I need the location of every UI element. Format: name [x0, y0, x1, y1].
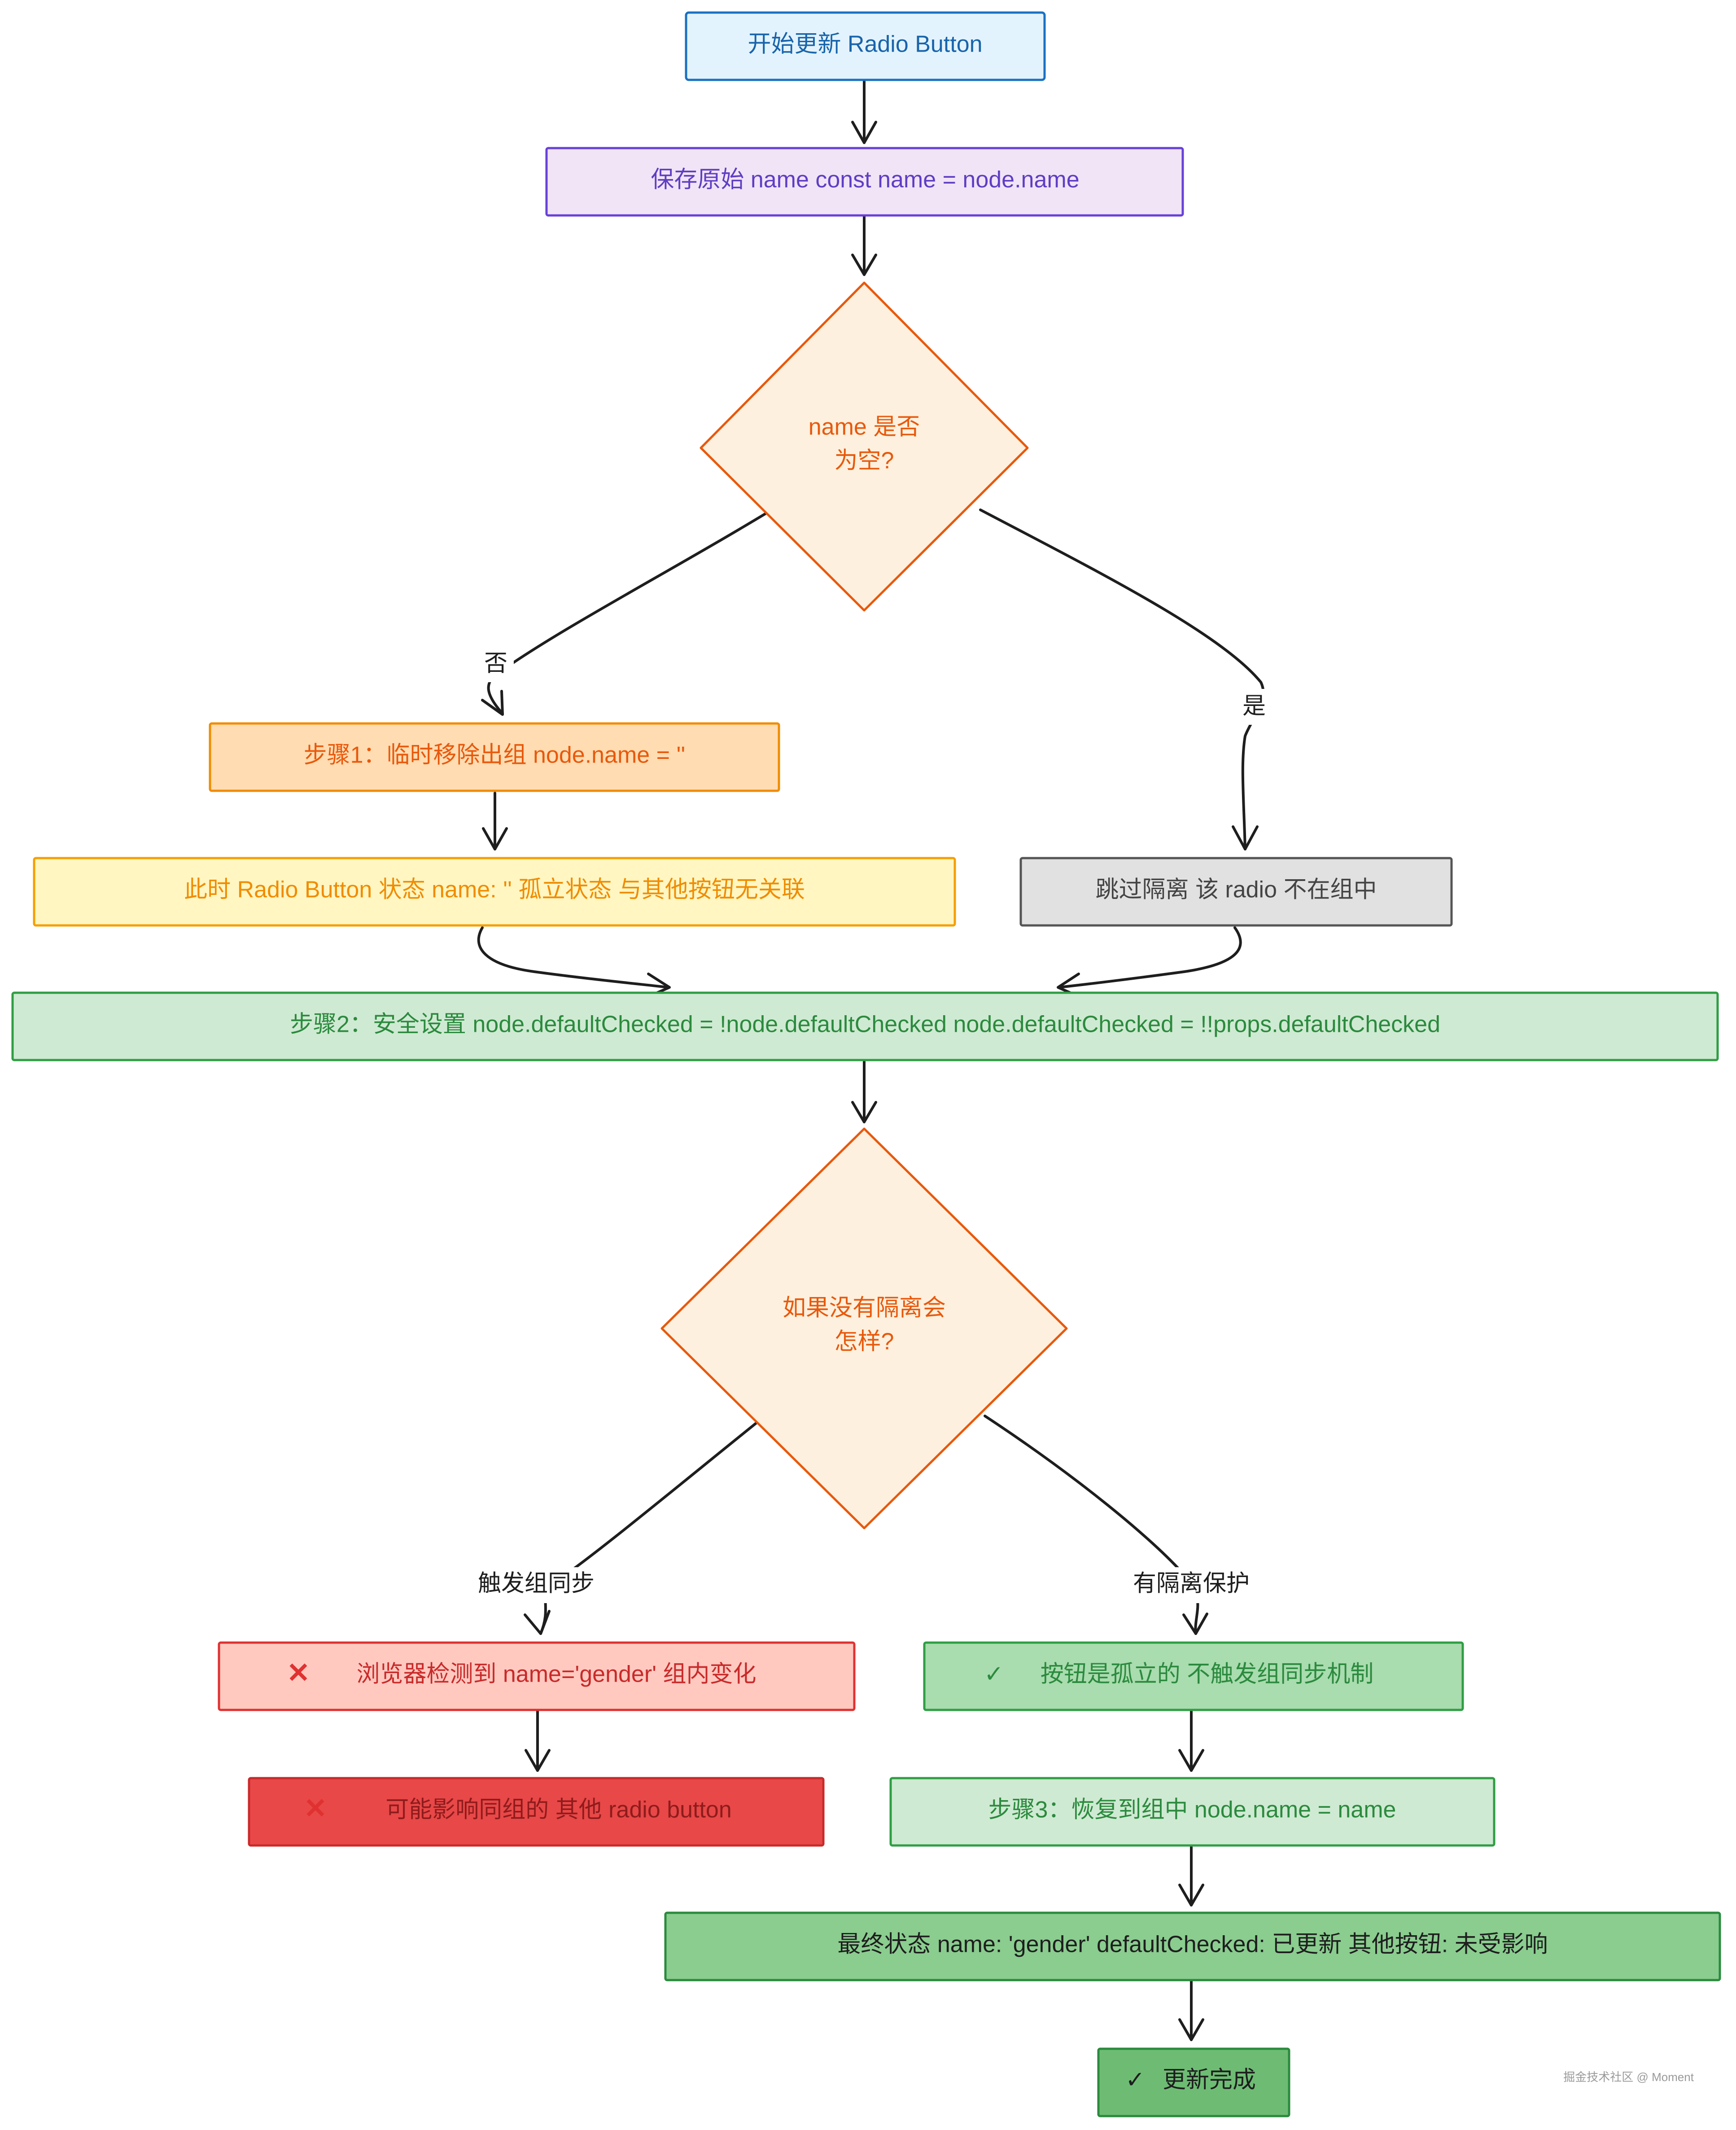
node-affect-others[interactable]: ✕ 可能影响同组的 其他 radio button: [248, 1777, 825, 1847]
node-step3[interactable]: 步骤3：恢复到组中 node.name = name: [889, 1777, 1495, 1847]
arrowhead-start-save: [851, 121, 877, 144]
arrowhead-whatif-isolatedbtn: [1182, 1613, 1208, 1635]
check-mark-icon: ✓: [984, 1661, 1004, 1687]
node-step2-label: 步骤2：安全设置 node.defaultChecked = !node.def…: [290, 1012, 1440, 1038]
arrowhead-check-step1: [481, 690, 504, 716]
edge-check-to-skip: [979, 508, 1265, 850]
node-step1[interactable]: 步骤1：临时移除出组 node.name = '': [209, 722, 780, 792]
x-mark-icon: ✕: [287, 1657, 310, 1688]
arrowhead-browser-affect: [525, 1749, 551, 1772]
node-save-name-label: 保存原始 name const name = node.name: [651, 167, 1079, 193]
node-start-box: [685, 11, 1046, 81]
edge-skip-to-step2: [1058, 926, 1242, 989]
node-step2[interactable]: 步骤2：安全设置 node.defaultChecked = !node.def…: [11, 991, 1719, 1061]
arrowhead-step1-isolated: [482, 827, 508, 850]
arrowhead-isolatedbtn-step3: [1178, 1749, 1204, 1772]
arrowhead-step3-final: [1178, 1884, 1204, 1906]
node-what-if-line2: 怎样?: [835, 1329, 894, 1355]
node-check-empty-line2: 为空?: [835, 448, 894, 474]
node-isolated-state-label: 此时 Radio Button 状态 name: '' 孤立状态 与其他按钮无关…: [184, 877, 805, 903]
node-step1-label: 步骤1：临时移除出组 node.name = '': [304, 742, 686, 768]
node-isolated-state-box: [33, 857, 956, 927]
node-save-name-box: [545, 147, 1184, 217]
node-check-empty-line1: name 是否: [809, 414, 920, 440]
node-step2-box: [11, 991, 1719, 1061]
node-step3-box: [889, 1777, 1495, 1847]
node-start-label: 开始更新 Radio Button: [748, 31, 982, 57]
x-mark-icon: ✕: [304, 1793, 327, 1824]
node-step3-label: 步骤3：恢复到组中 node.name = name: [988, 1797, 1396, 1823]
node-affect-others-box: [248, 1777, 825, 1847]
edge-whatif-to-browser: [539, 1415, 766, 1635]
node-isolated-button-box: [923, 1641, 1464, 1711]
edge-isolated-to-step2: [477, 926, 670, 989]
node-what-if[interactable]: 如果没有隔离会 怎样?: [660, 1127, 1068, 1530]
node-done[interactable]: ✓ 更新完成: [1097, 2047, 1290, 2117]
edge-label-trigger-sync-text: 触发组同步: [478, 1571, 595, 1597]
node-browser-detect[interactable]: ✕ 浏览器检测到 name='gender' 组内变化: [218, 1641, 856, 1711]
edge-label-yes: 是: [1236, 689, 1272, 725]
node-skip-isolation-box: [1019, 857, 1453, 927]
node-step1-box: [209, 722, 780, 792]
arrowhead-final-done: [1178, 2018, 1204, 2041]
node-skip-isolation-label: 跳过隔离 该 radio 不在组中: [1096, 877, 1377, 903]
node-start[interactable]: 开始更新 Radio Button: [685, 11, 1046, 81]
node-done-box: [1097, 2047, 1290, 2117]
node-browser-detect-label: 浏览器检测到 name='gender' 组内变化: [356, 1661, 756, 1687]
edge-label-no-text: 否: [484, 651, 507, 677]
node-affect-others-label: 可能影响同组的 其他 radio button: [385, 1797, 732, 1823]
node-isolated-button[interactable]: ✓ 按钮是孤立的 不触发组同步机制: [923, 1641, 1464, 1711]
node-browser-detect-box: [218, 1641, 856, 1711]
check-mark-icon: ✓: [1125, 2067, 1145, 2093]
node-skip-isolation[interactable]: 跳过隔离 该 radio 不在组中: [1019, 857, 1453, 927]
node-final-state[interactable]: 最终状态 name: 'gender' defaultChecked: 已更新 …: [664, 1911, 1721, 1981]
edge-label-with-isolation-text: 有隔离保护: [1133, 1571, 1250, 1597]
edge-check-to-step1: [487, 506, 778, 715]
node-check-empty[interactable]: name 是否 为空?: [700, 281, 1029, 612]
arrow-heads: [481, 121, 1259, 2041]
edge-whatif-to-isolated-btn: [984, 1415, 1199, 1635]
node-what-if-diamond: [660, 1127, 1068, 1530]
node-isolated-state[interactable]: 此时 Radio Button 状态 name: '' 孤立状态 与其他按钮无关…: [33, 857, 956, 927]
arrowhead-save-check: [851, 254, 877, 276]
edge-label-yes-text: 是: [1242, 693, 1266, 719]
node-final-state-label: 最终状态 name: 'gender' defaultChecked: 已更新 …: [837, 1932, 1548, 1958]
arrowhead-whatif-browser: [524, 1610, 551, 1635]
node-check-empty-diamond: [700, 281, 1029, 612]
watermark: 掘金技术社区 @ Moment: [1563, 2070, 1694, 2084]
arrowhead-step2-whatif: [851, 1101, 877, 1123]
node-final-state-box: [664, 1911, 1721, 1981]
node-what-if-line1: 如果没有隔离会: [783, 1295, 946, 1321]
edge-label-trigger-sync: 触发组同步: [467, 1567, 606, 1603]
node-isolated-button-label: 按钮是孤立的 不触发组同步机制: [1041, 1661, 1373, 1687]
node-done-label: 更新完成: [1163, 2067, 1256, 2093]
edges: [477, 79, 1265, 2041]
node-save-name[interactable]: 保存原始 name const name = node.name: [545, 147, 1184, 217]
edge-label-no: 否: [478, 646, 514, 682]
arrowhead-check-skip: [1232, 825, 1259, 850]
edge-label-with-isolation: 有隔离保护: [1122, 1567, 1261, 1603]
